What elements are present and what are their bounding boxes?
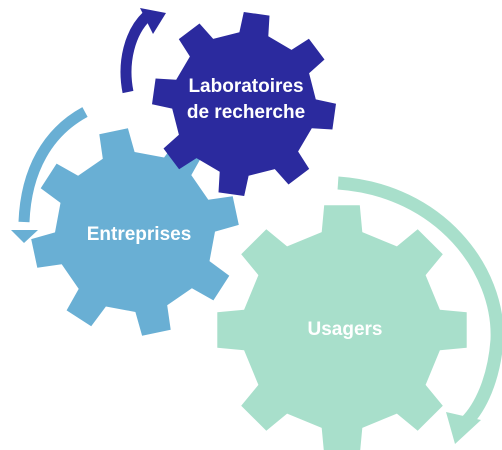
arrow-laboratoires-body [120, 11, 151, 94]
gear-usagers: Usagers [217, 205, 467, 450]
arrow-entreprises-cycle [11, 107, 88, 243]
gear-entreprises-label: Entreprises [87, 224, 192, 245]
arrow-laboratoires-cycle [120, 8, 166, 94]
arrow-usagers-cycle [337, 176, 502, 444]
arrow-usagers-head [446, 412, 481, 444]
arrow-entreprises-body [18, 107, 88, 223]
gear-laboratoires-shape [152, 12, 336, 196]
gear-laboratoires: Laboratoires de recherche [152, 12, 336, 196]
gear-usagers-label: Usagers [308, 319, 383, 340]
arrow-entreprises-head [11, 230, 38, 243]
gear-entreprises: Entreprises [31, 128, 239, 336]
gear-usagers-shape [217, 205, 467, 450]
gear-laboratoires-label-line1: Laboratoires [188, 76, 303, 97]
arrow-laboratoires-head [140, 8, 166, 34]
gear-entreprises-shape [31, 128, 239, 336]
arrow-usagers-body [337, 176, 502, 427]
gear-laboratoires-label-line2: de recherche [187, 102, 305, 123]
